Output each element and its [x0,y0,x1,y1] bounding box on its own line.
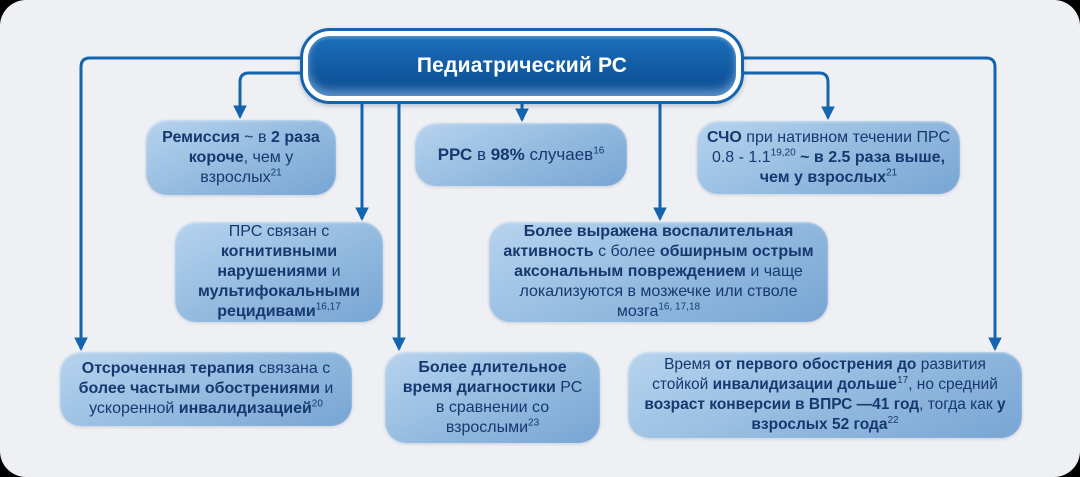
box-rrs: РРС в 98% случаев16 [415,123,627,186]
box-delayed-therapy: Отсроченная терапия связана с более част… [60,352,352,426]
box-delayed-therapy-text: Отсроченная терапия связана с более част… [78,360,334,417]
box-inflammatory-text: Более выражена воспалительная активность… [503,223,814,320]
box-diagnosis-time: Более длительное время диагностики РС в … [385,352,600,443]
box-rrs-text: РРС в 98% случаев16 [437,144,605,164]
box-remission-text: Ремиссия ~ в 2 раза короче, чем у взросл… [162,128,320,186]
box-time-to-disability: Время от первого обострения до развития … [628,352,1022,438]
box-scho-text: СЧО при нативном течении ПРС 0.8 - 1.119… [707,128,951,186]
box-prs-cognitive-text: ПРС связан с когнитивными нарушениями и … [197,223,361,320]
page-title: Педиатрический РС [308,36,736,96]
box-diagnosis-time-text: Более длительное время диагностики РС в … [402,358,583,436]
box-remission: Ремиссия ~ в 2 раза короче, чем у взросл… [146,120,336,195]
box-prs-cognitive: ПРС связан с когнитивными нарушениями и … [175,222,383,322]
box-inflammatory: Более выражена воспалительная активность… [489,222,828,322]
title-box: Педиатрический РС [300,28,744,104]
box-time-to-disability-text: Время от первого обострения до развития … [644,355,1006,434]
box-scho: СЧО при нативном течении ПРС 0.8 - 1.119… [697,121,960,194]
connector-title-to-scho [735,71,835,121]
connector-title-to-remission [233,71,310,120]
